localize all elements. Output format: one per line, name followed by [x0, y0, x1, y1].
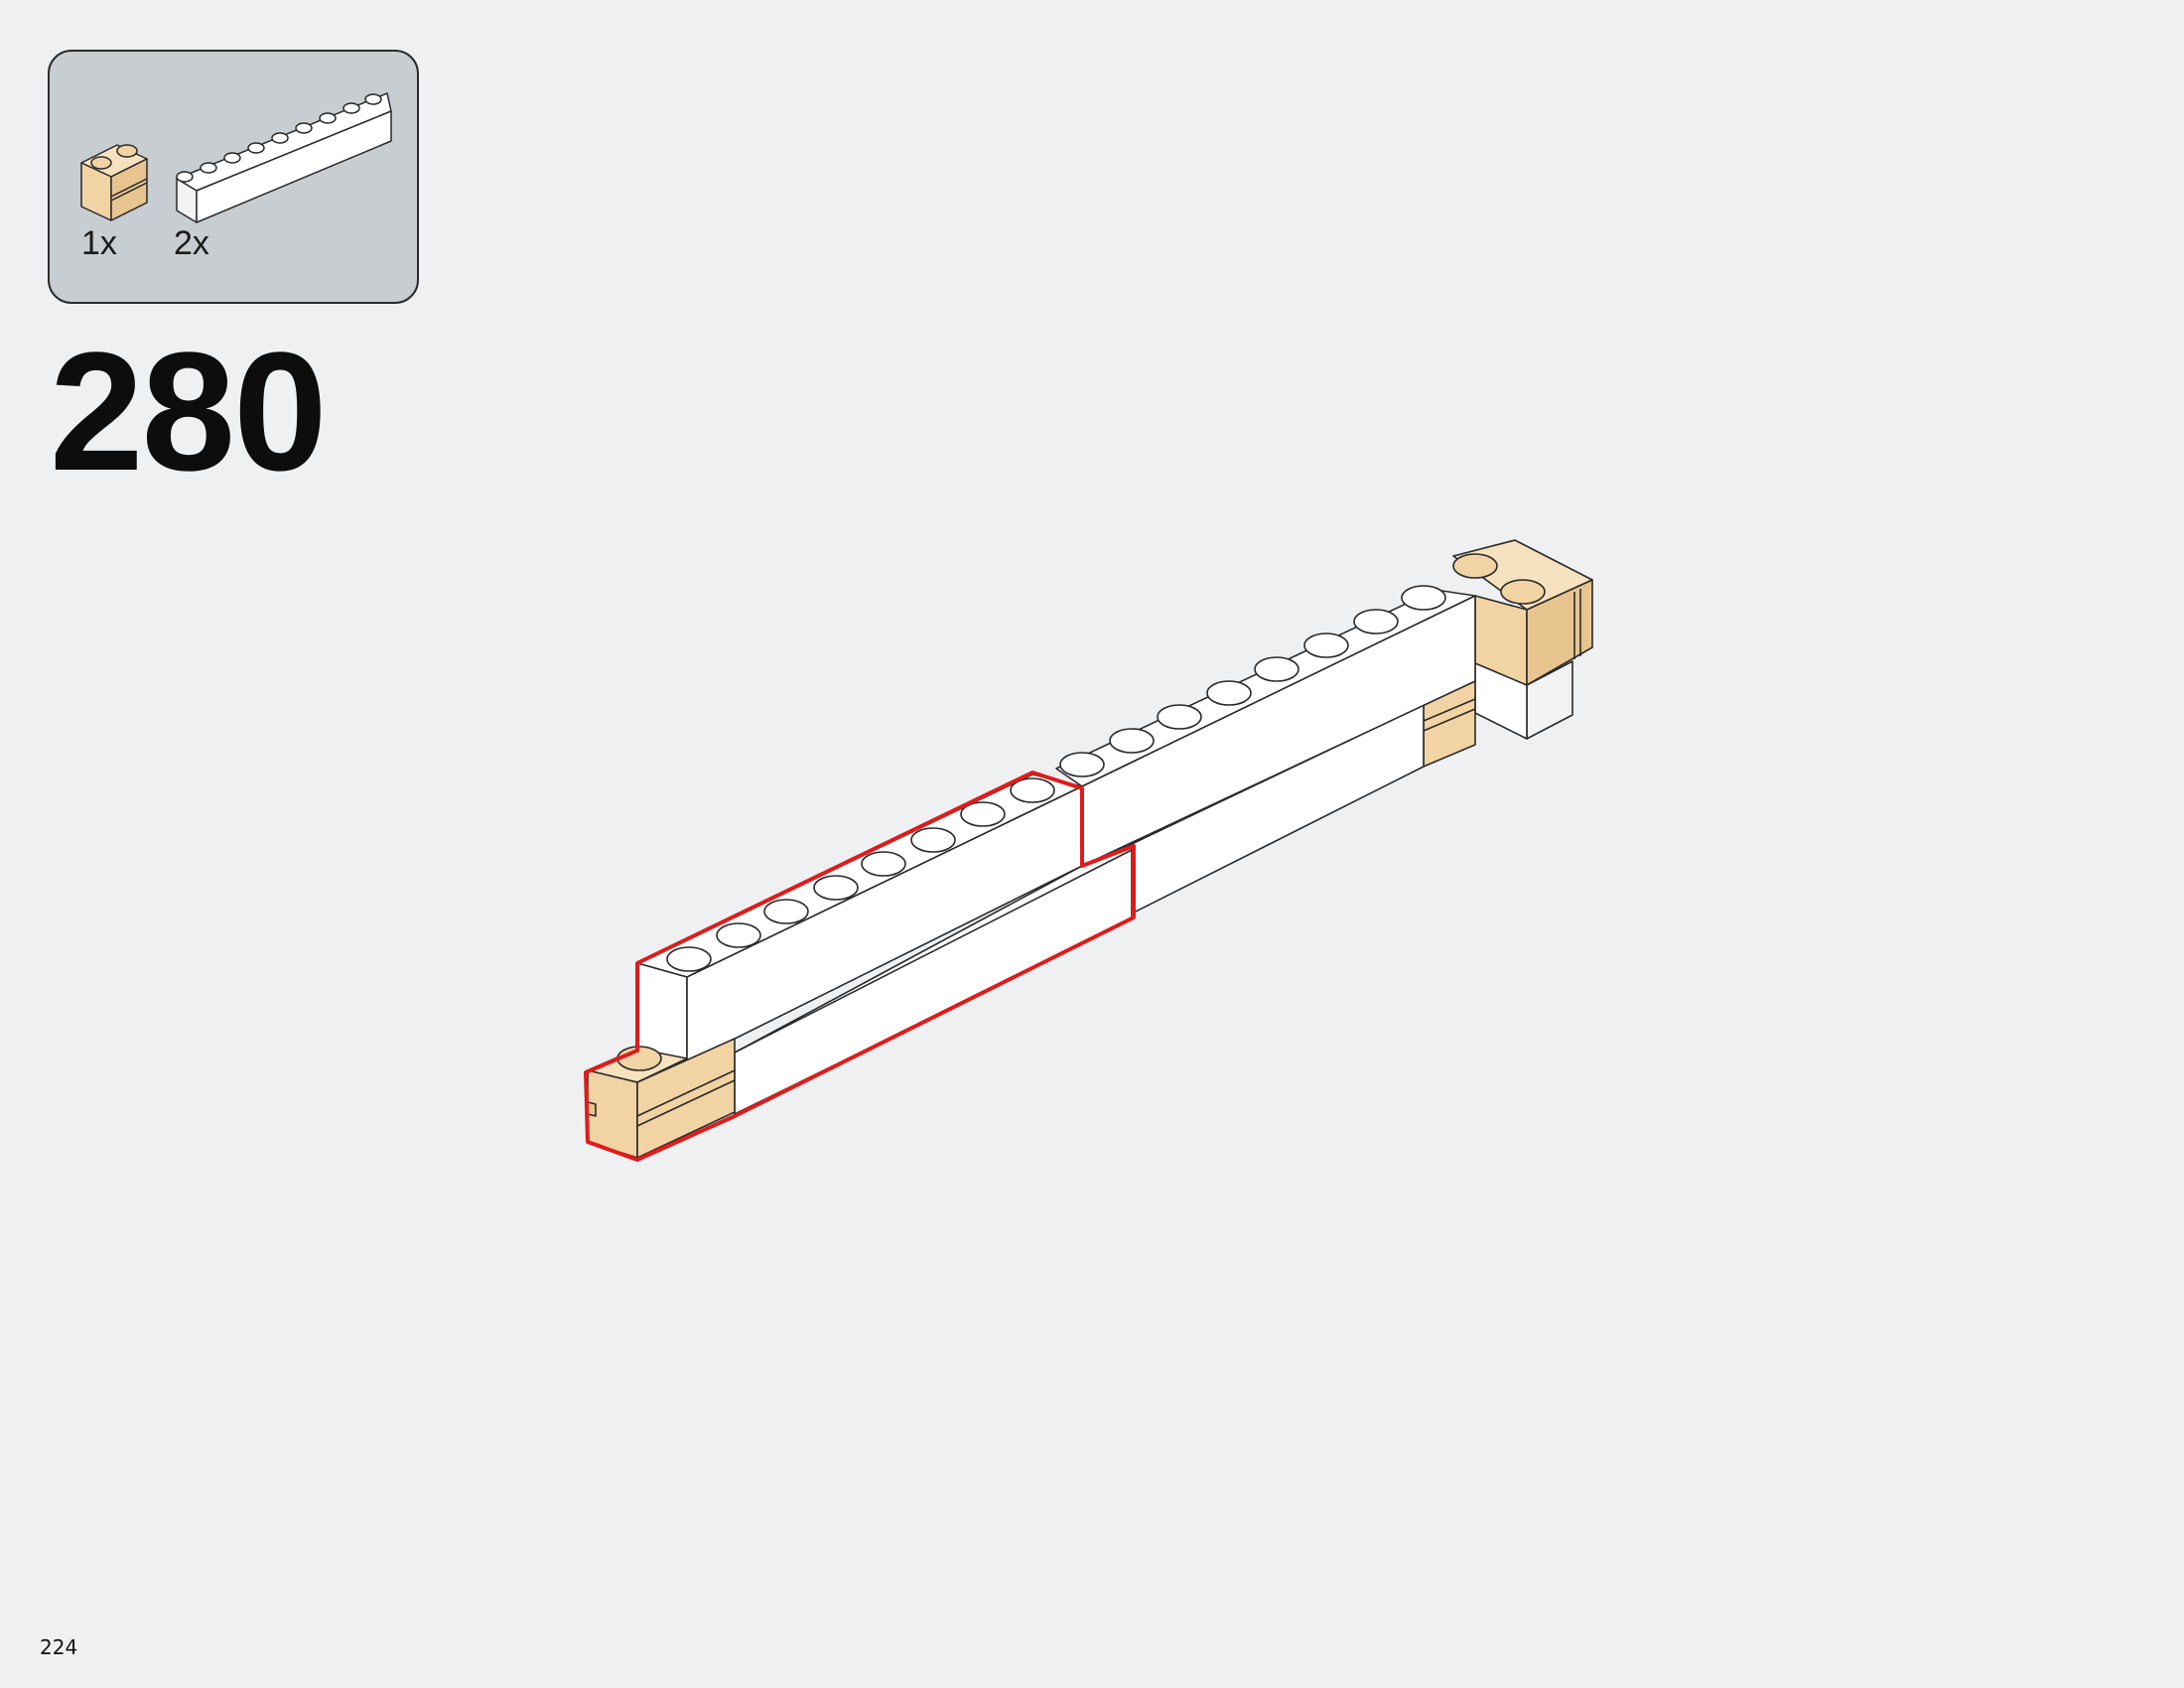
new-tan-brick — [587, 1038, 736, 1159]
new-parts-highlight — [584, 771, 1136, 1162]
tan-1x2-brick-icon — [80, 144, 148, 221]
part-quantity: 1x — [81, 224, 117, 262]
parts-illustrations — [80, 92, 392, 223]
step-number: 280 — [50, 318, 328, 506]
parts-callout: 1x 2x — [48, 50, 419, 304]
white-1x8-brick-icon — [176, 92, 392, 223]
part-quantity: 2x — [174, 224, 209, 262]
page-number: 224 — [40, 1635, 78, 1659]
